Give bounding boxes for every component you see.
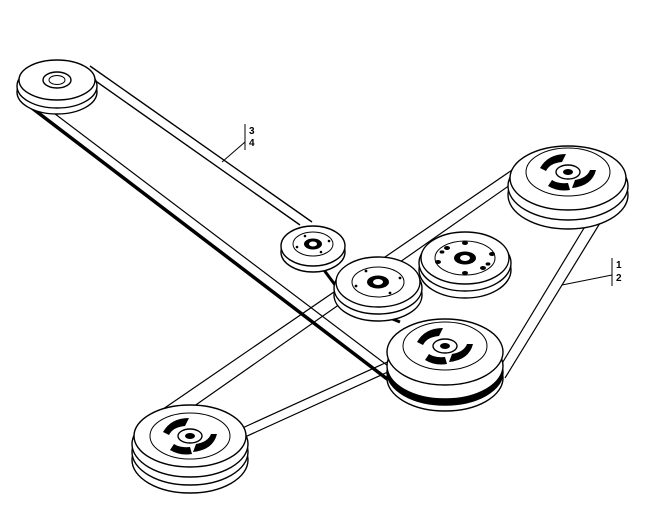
pulley-right-top: [507, 145, 629, 230]
callout-upper-belt: 3 4: [221, 124, 255, 163]
drive-belt-upper: [26, 65, 401, 387]
callout-label-1: 1: [616, 260, 622, 271]
pulley-right-middle: [418, 231, 512, 299]
pulley-bottom-left: [131, 404, 249, 494]
pulley-center: [333, 256, 423, 322]
callout-leader-line: [561, 274, 613, 286]
pulley-top-left: [16, 59, 98, 115]
pulley-idler-small: [280, 225, 346, 273]
callout-label-4: 4: [249, 138, 255, 149]
callout-label-2: 2: [616, 273, 622, 284]
callout-label-3: 3: [249, 126, 255, 137]
callout-leader-line: [221, 141, 246, 163]
pulley-middle-lower: [386, 318, 504, 412]
callout-long-belt: 1 2: [561, 258, 622, 286]
